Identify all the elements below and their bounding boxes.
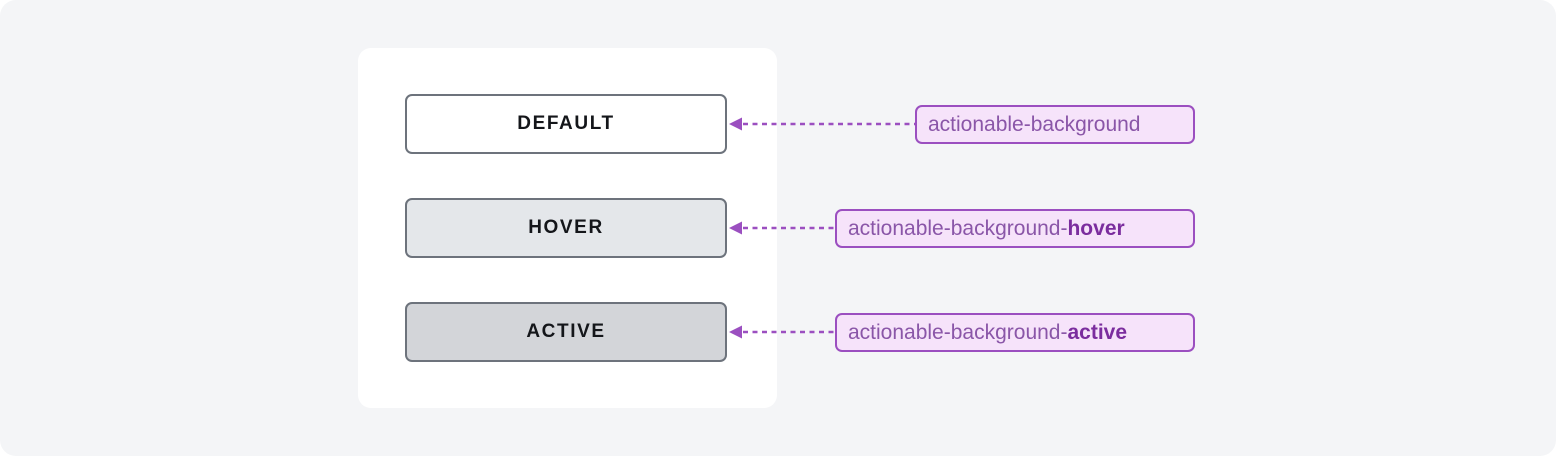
arrowhead-icon bbox=[729, 325, 742, 339]
token-name-prefix: actionable-background bbox=[928, 112, 1141, 136]
token-name-suffix: hover bbox=[1067, 216, 1125, 240]
token-row-active: ACTIVE actionable-background- active bbox=[0, 302, 1556, 362]
token-row-hover: HOVER actionable-background- hover bbox=[0, 198, 1556, 258]
token-pill-hover[interactable]: actionable-background- hover bbox=[835, 209, 1195, 248]
state-button-hover[interactable]: HOVER bbox=[405, 198, 727, 258]
token-row-default: DEFAULT actionable-background bbox=[0, 94, 1556, 154]
token-pill-active[interactable]: actionable-background- active bbox=[835, 313, 1195, 352]
connector-default bbox=[729, 114, 915, 134]
arrowhead-icon bbox=[729, 117, 742, 131]
connector-active bbox=[729, 322, 835, 342]
token-name-suffix: active bbox=[1067, 320, 1128, 344]
token-name-prefix: actionable-background- bbox=[848, 216, 1068, 240]
arrowhead-icon bbox=[729, 221, 742, 235]
connector-hover bbox=[729, 218, 835, 238]
token-pill-default[interactable]: actionable-background bbox=[915, 105, 1195, 144]
state-button-default[interactable]: DEFAULT bbox=[405, 94, 727, 154]
token-name-prefix: actionable-background- bbox=[848, 320, 1068, 344]
state-button-active[interactable]: ACTIVE bbox=[405, 302, 727, 362]
